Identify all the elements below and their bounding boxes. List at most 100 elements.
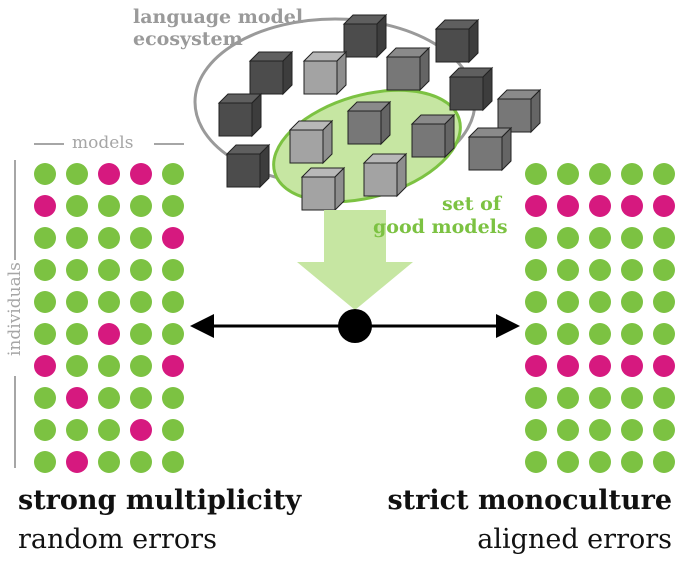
error-dot — [621, 355, 643, 377]
model-cube — [248, 50, 294, 96]
correct-dot — [621, 291, 643, 313]
correct-dot — [66, 195, 88, 217]
model-cube — [434, 18, 480, 64]
right-panel-title: strict monoculture — [387, 485, 672, 516]
cube-front-face — [289, 129, 324, 164]
correct-dot — [525, 387, 547, 409]
spectrum-layer — [190, 309, 520, 343]
correct-dot — [98, 291, 120, 313]
correct-dot — [130, 387, 152, 409]
correct-dot — [66, 163, 88, 185]
correct-dot — [653, 323, 675, 345]
correct-dot — [557, 259, 579, 281]
cube-front-face — [303, 60, 338, 95]
error-dot — [130, 419, 152, 441]
correct-dot — [130, 195, 152, 217]
correct-dot — [162, 387, 184, 409]
error-dot — [66, 387, 88, 409]
correct-dot — [34, 227, 56, 249]
model-cube — [225, 143, 271, 189]
correct-dot — [66, 355, 88, 377]
cube-front-face — [363, 162, 398, 197]
error-dot — [66, 451, 88, 473]
correct-dot — [525, 419, 547, 441]
model-cube — [217, 92, 263, 138]
correct-dot — [98, 419, 120, 441]
correct-dot — [557, 163, 579, 185]
correct-dot — [653, 451, 675, 473]
error-dot — [162, 227, 184, 249]
correct-dot — [589, 387, 611, 409]
correct-dot — [130, 451, 152, 473]
cube-front-face — [343, 23, 378, 58]
cube-front-face — [411, 123, 446, 158]
correct-dot — [621, 227, 643, 249]
correct-dot — [162, 195, 184, 217]
error-dot — [653, 195, 675, 217]
right-panel-subtitle: aligned errors — [477, 524, 672, 555]
cube-front-face — [449, 76, 484, 111]
correct-dot — [34, 163, 56, 185]
correct-dot — [130, 355, 152, 377]
models-axis-label: models — [72, 133, 134, 153]
model-cube — [288, 119, 334, 165]
correct-dot — [66, 323, 88, 345]
correct-dot — [621, 419, 643, 441]
correct-dot — [557, 323, 579, 345]
error-dot — [557, 195, 579, 217]
individuals-axis-label: individuals — [5, 262, 25, 356]
model-cube — [346, 100, 392, 146]
correct-dot — [130, 323, 152, 345]
error-dot — [557, 355, 579, 377]
correct-dot — [525, 451, 547, 473]
error-dot — [621, 195, 643, 217]
correct-dot — [130, 259, 152, 281]
correct-dot — [557, 419, 579, 441]
correct-dot — [589, 227, 611, 249]
correct-dot — [66, 259, 88, 281]
model-cube — [300, 166, 346, 212]
left-panel-subtitle: random errors — [18, 524, 217, 555]
correct-dot — [66, 227, 88, 249]
error-dot — [653, 355, 675, 377]
correct-dot — [621, 323, 643, 345]
spectrum-arrow-right — [496, 314, 520, 338]
error-dot — [98, 323, 120, 345]
correct-dot — [653, 259, 675, 281]
cube-front-face — [468, 136, 503, 171]
selection-arrow-layer — [297, 210, 413, 310]
left-panel-title: strong multiplicity — [18, 485, 302, 516]
cube-front-face — [249, 60, 284, 95]
correct-dot — [525, 163, 547, 185]
selection-arrow — [297, 210, 413, 310]
correct-dot — [621, 163, 643, 185]
correct-dot — [589, 163, 611, 185]
model-cube — [362, 152, 408, 198]
correct-dot — [162, 419, 184, 441]
correct-dot — [525, 227, 547, 249]
correct-dot — [98, 195, 120, 217]
correct-dot — [557, 387, 579, 409]
correct-dot — [34, 259, 56, 281]
cube-front-face — [347, 110, 382, 145]
correct-dot — [589, 323, 611, 345]
correct-dot — [34, 291, 56, 313]
error-dot — [34, 355, 56, 377]
left-grid — [34, 163, 184, 473]
axis-layer — [14, 143, 184, 468]
cube-front-face — [226, 153, 261, 188]
error-dot — [98, 163, 120, 185]
ecosystem-label-line1: language model — [133, 6, 304, 28]
error-dot — [589, 195, 611, 217]
good-set-label-line2: good models — [373, 216, 508, 238]
correct-dot — [34, 419, 56, 441]
correct-dot — [162, 163, 184, 185]
correct-dot — [98, 387, 120, 409]
good-set-label-line1: set of — [441, 193, 501, 215]
cube-front-face — [497, 98, 532, 133]
spectrum-arrow-left — [190, 314, 214, 338]
correct-dot — [66, 419, 88, 441]
model-cube — [448, 66, 494, 112]
error-dot — [589, 355, 611, 377]
